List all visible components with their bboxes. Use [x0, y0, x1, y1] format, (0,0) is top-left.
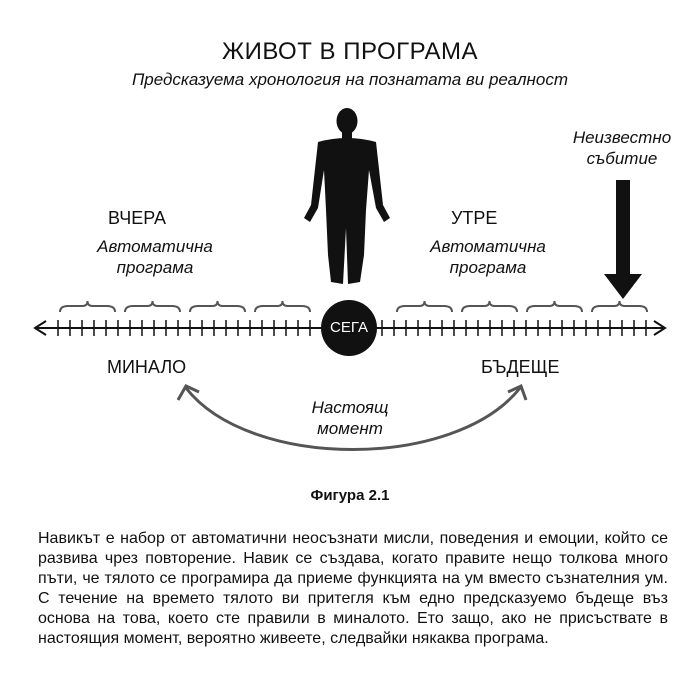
timeline-brace [396, 300, 453, 313]
timeline-brace [591, 300, 648, 313]
present-moment-line2: момент [317, 419, 383, 438]
timeline-ticks [57, 320, 647, 336]
now-circle [321, 300, 377, 356]
tomorrow-note: Автоматична програма [403, 236, 573, 278]
tomorrow-note-line2: програма [449, 258, 527, 277]
figure-caption: Фигура 2.1 [310, 487, 390, 504]
tomorrow-label: УТРЕ [451, 208, 498, 228]
unknown-event-line2: събитие [586, 149, 658, 168]
timeline-brace [189, 300, 246, 313]
timeline-brace [254, 300, 311, 313]
down-arrow-icon [604, 180, 642, 299]
future-label: БЪДЕЩЕ [481, 357, 560, 377]
now-label: СЕГА [330, 319, 368, 336]
yesterday-note-line1: Автоматична [97, 237, 213, 256]
present-moment-label: Настоящ момент [280, 397, 420, 439]
present-moment-line1: Настоящ [311, 398, 389, 417]
diagram-subtitle: Предсказуема хронология на познатата ви … [131, 70, 569, 89]
yesterday-note-line2: програма [116, 258, 194, 277]
unknown-event-label: Неизвестно събитие [552, 127, 692, 169]
diagram-title: ЖИВОТ В ПРОГРАМА [221, 38, 479, 65]
yesterday-note: Автоматична програма [70, 236, 240, 278]
human-figure-icon [304, 108, 390, 284]
tomorrow-note-line1: Автоматична [430, 237, 546, 256]
yesterday-label: ВЧЕРА [108, 208, 167, 228]
past-label: МИНАЛО [107, 357, 187, 377]
timeline-diagram [33, 108, 667, 451]
unknown-event-line1: Неизвестно [572, 128, 672, 147]
present-moment-arc [176, 383, 528, 451]
timeline-braces [59, 300, 648, 313]
timeline-brace [124, 300, 181, 313]
body-paragraph: Навикът е набор от автоматични неосъзнат… [38, 530, 668, 647]
timeline-brace [526, 300, 583, 313]
timeline-brace [59, 300, 116, 313]
timeline-brace [461, 300, 518, 313]
